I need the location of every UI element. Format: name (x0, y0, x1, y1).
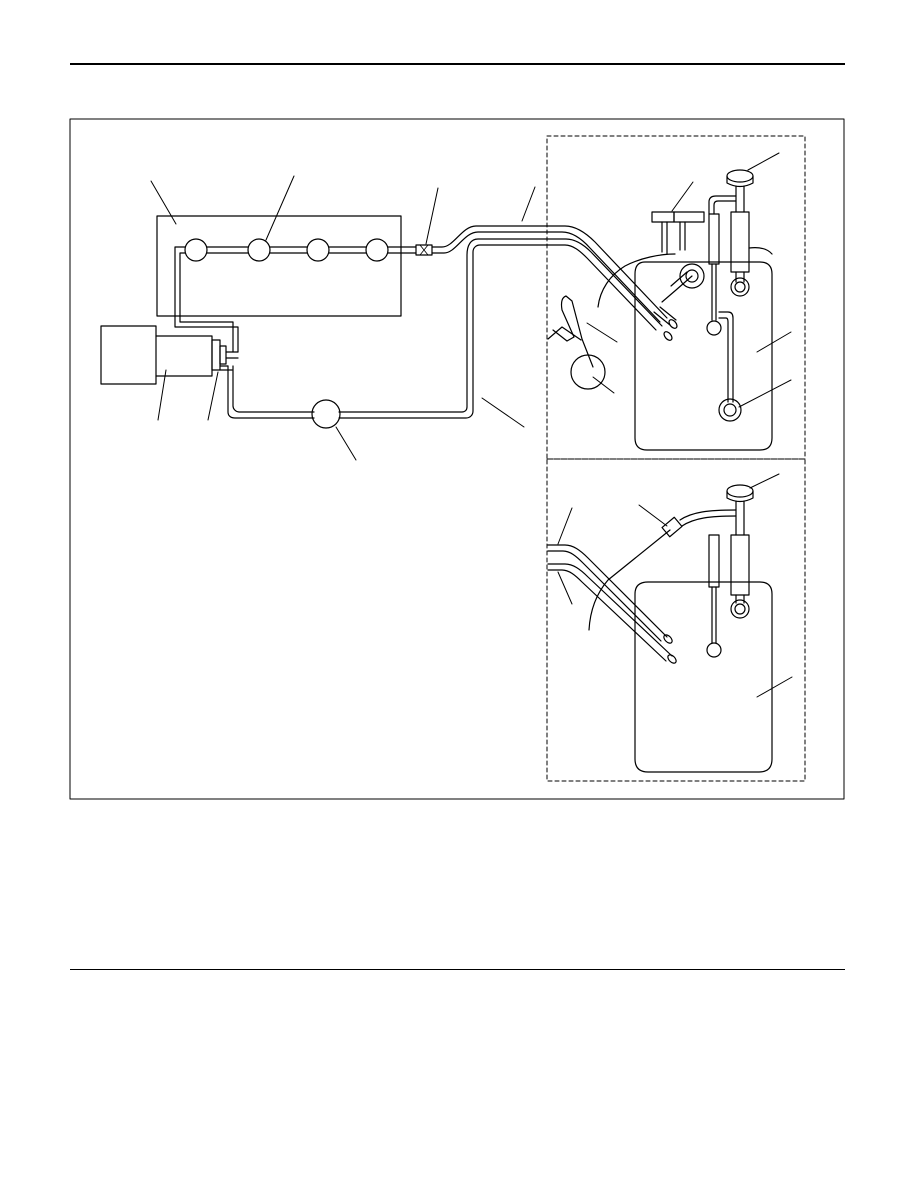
leader-lines-upper (586, 152, 792, 408)
cylinder-3 (306, 238, 330, 262)
fuel-pump-motor (100, 325, 239, 385)
cylinder-2 (247, 238, 271, 262)
cylinder-4 (365, 238, 389, 262)
fuel-supply-line-inner (431, 231, 661, 323)
filler-cap-upper (726, 169, 754, 183)
fuel-filter (311, 399, 341, 429)
inline-connector (415, 244, 433, 256)
cylinder-1 (184, 238, 208, 262)
fuel-tank-upper (634, 261, 773, 451)
filler-cap-lower (726, 484, 754, 498)
upper-detail-view (547, 169, 773, 451)
fuel-return-line (227, 244, 657, 419)
figure-frame (69, 118, 845, 800)
grommet-upper (570, 354, 606, 390)
fuel-return-line-inner (232, 238, 663, 413)
upper-detail-frame (546, 135, 806, 460)
lower-detail-frame (546, 458, 806, 782)
leader-lines-lower (557, 473, 793, 698)
fuel-tank-lower (634, 581, 773, 773)
lower-detail-view (547, 484, 773, 773)
leader-lines-left (150, 175, 536, 461)
footer-rule (70, 969, 845, 970)
engine-block (156, 215, 417, 353)
header-rule (70, 63, 845, 65)
fuel-supply-line (431, 225, 668, 319)
